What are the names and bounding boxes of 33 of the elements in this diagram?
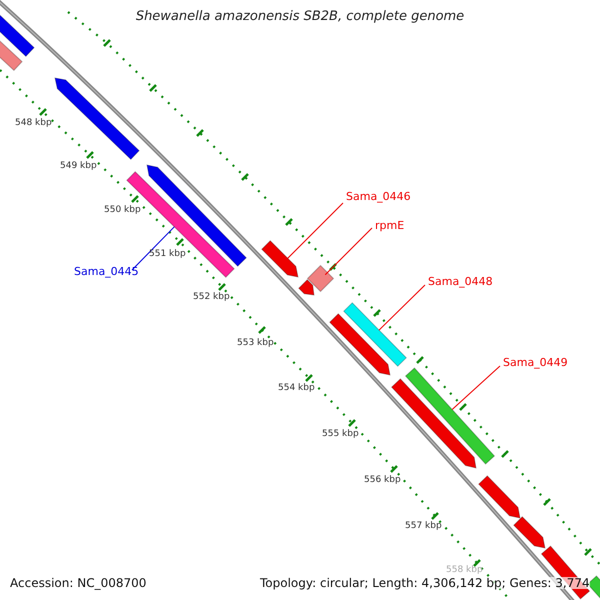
gene-pointed-bar — [261, 240, 299, 278]
gene-pointed-bar — [478, 475, 521, 519]
scale-label: 553 kbp — [237, 339, 274, 348]
gene-label: Sama_0448 — [428, 276, 493, 287]
footer-text: Topology: circular; Length: 4,306,142 bp; Genes: 3,774 — [260, 577, 590, 589]
scale-label: 554 kbp — [278, 384, 315, 393]
gene-bar — [404, 367, 496, 465]
footer-text: Accession: NC_008700 — [10, 577, 146, 589]
leader-line — [324, 228, 372, 276]
leader-line — [132, 226, 175, 270]
gene-label: Sama_0445 — [74, 266, 139, 277]
gene-pointed-bar — [513, 516, 546, 549]
gene-pointed-bar — [54, 77, 140, 160]
leader-line — [378, 284, 426, 331]
gene-label: Sama_0446 — [346, 191, 411, 202]
scale-label: 552 kbp — [193, 293, 230, 302]
scale-label: 556 kbp — [364, 476, 401, 485]
scale-label: 557 kbp — [405, 522, 442, 531]
gene-label: Sama_0449 — [503, 357, 568, 368]
scale-label: 555 kbp — [322, 430, 359, 439]
gene-bar — [343, 302, 407, 367]
gene-pointed-bar — [146, 164, 247, 267]
gene-diamond — [306, 264, 334, 292]
scale-label: 550 kbp — [104, 206, 141, 215]
scale-label: 558 kbp — [446, 566, 483, 575]
gene-label: rpmE — [375, 220, 404, 231]
gene-pointed-bar — [329, 313, 391, 376]
gene-pointed-bar — [390, 378, 477, 469]
title: Shewanella amazonensis SB2B, complete genome — [134, 10, 466, 23]
leader-line — [287, 202, 344, 259]
gene-pointed-bar — [298, 279, 315, 296]
leader-line — [452, 366, 500, 410]
scale-label: 551 kbp — [149, 250, 186, 259]
